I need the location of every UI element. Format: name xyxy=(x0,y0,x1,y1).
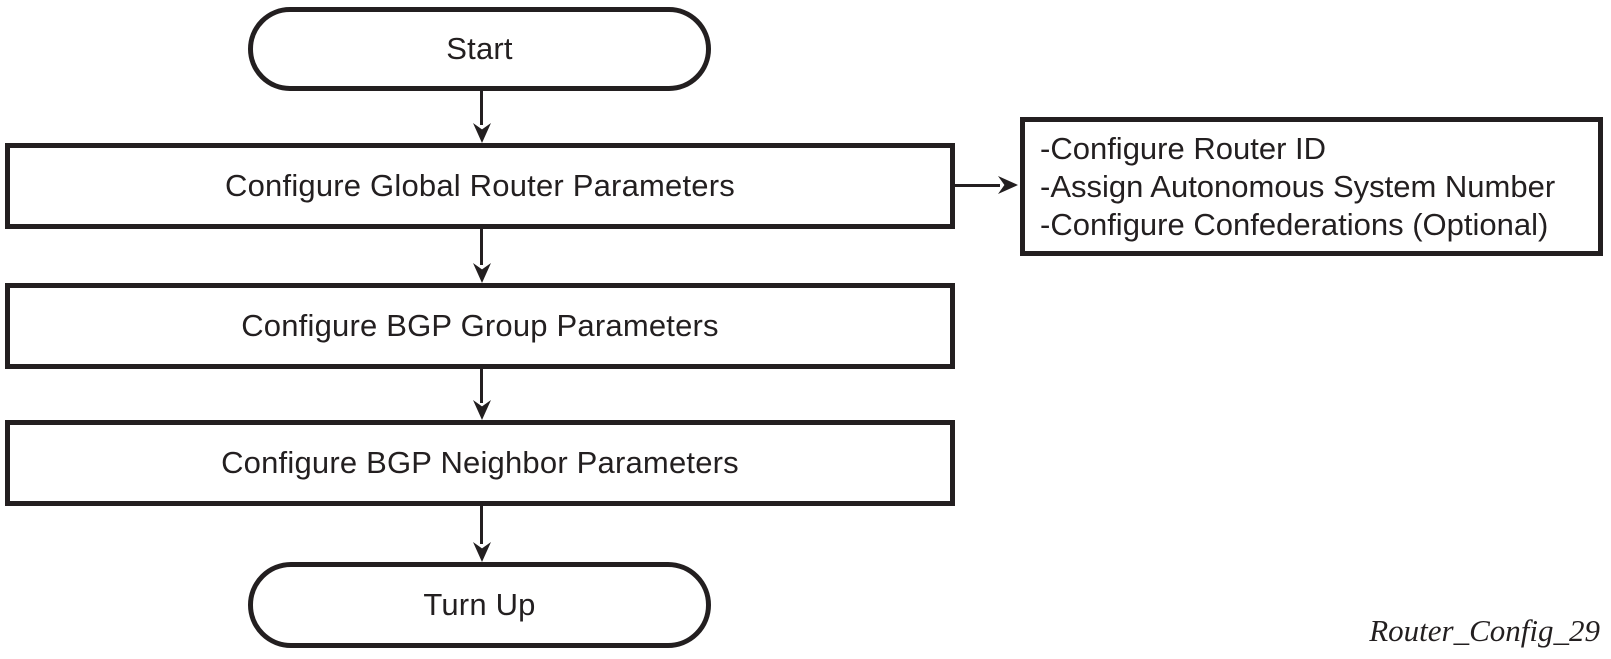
arrow-global-to-annotation-line xyxy=(953,184,1000,187)
node-configure-bgp-group: Configure BGP Group Parameters xyxy=(5,283,955,369)
arrow-group-to-neighbor-line xyxy=(480,368,483,403)
arrow-start-to-global-line xyxy=(480,89,483,125)
node-start-label: Start xyxy=(446,31,513,66)
node-configure-bgp-neighbor-label: Configure BGP Neighbor Parameters xyxy=(221,445,739,480)
node-configure-global-router: Configure Global Router Parameters xyxy=(5,143,955,229)
annotation-line-2: -Assign Autonomous System Number xyxy=(1040,168,1556,204)
node-turn-up: Turn Up xyxy=(248,562,711,648)
annotation-line-1: -Configure Router ID xyxy=(1040,130,1327,166)
node-configure-global-router-label: Configure Global Router Parameters xyxy=(225,168,735,203)
node-configure-bgp-neighbor: Configure BGP Neighbor Parameters xyxy=(5,420,955,506)
arrow-down-icon xyxy=(473,123,491,143)
figure-caption: Router_Config_29 xyxy=(1369,613,1600,648)
node-configure-bgp-group-label: Configure BGP Group Parameters xyxy=(241,308,719,343)
arrow-neighbor-to-turnup-line xyxy=(480,505,483,544)
annotation-box: -Configure Router ID -Assign Autonomous … xyxy=(1020,117,1603,256)
annotation-line-3: -Configure Confederations (Optional) xyxy=(1040,206,1549,242)
arrow-global-to-group-line xyxy=(480,228,483,265)
arrow-down-icon xyxy=(473,263,491,283)
arrow-right-icon xyxy=(998,176,1018,194)
node-start: Start xyxy=(248,7,711,91)
arrow-down-icon xyxy=(473,400,491,420)
arrow-down-icon xyxy=(473,542,491,562)
node-turn-up-label: Turn Up xyxy=(423,587,536,622)
